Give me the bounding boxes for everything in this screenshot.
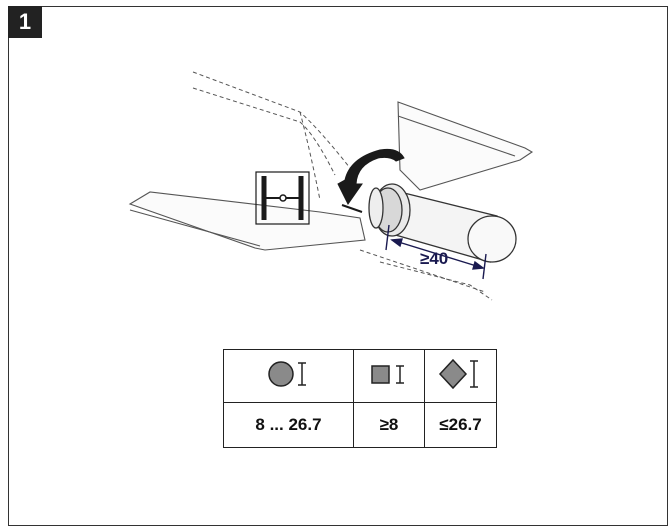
hexagon-profile-icon: [438, 358, 478, 389]
hexagon-range-value: ≤26.7: [424, 402, 497, 448]
square-range-value: ≥8: [353, 402, 425, 448]
fixture-symbol-icon: [255, 171, 310, 225]
step-number-badge: 1: [8, 6, 42, 38]
hexagon-profile-cell: [424, 349, 497, 403]
round-profile-icon: [267, 360, 306, 387]
rotate-arrow-icon: [337, 148, 405, 213]
clamping-range-table: 8 ... 26.7 ≥8 ≤26.7: [223, 349, 497, 448]
value-row: 8 ... 26.7 ≥8 ≤26.7: [223, 402, 497, 448]
round-profile-cell: [223, 349, 354, 403]
depth-dimension-label: ≥40: [420, 249, 448, 268]
clamp-jaw-upper: [397, 101, 534, 191]
square-profile-icon: [371, 364, 404, 384]
clamp-jaw-lower: [128, 191, 366, 251]
insertion-depth-dimension: [385, 224, 487, 280]
shape-row: [223, 349, 497, 403]
workpiece-cylinder: [368, 183, 517, 263]
square-profile-cell: [353, 349, 425, 403]
clamp-jaw-dashed: [192, 71, 493, 301]
round-range-value: 8 ... 26.7: [223, 402, 354, 448]
